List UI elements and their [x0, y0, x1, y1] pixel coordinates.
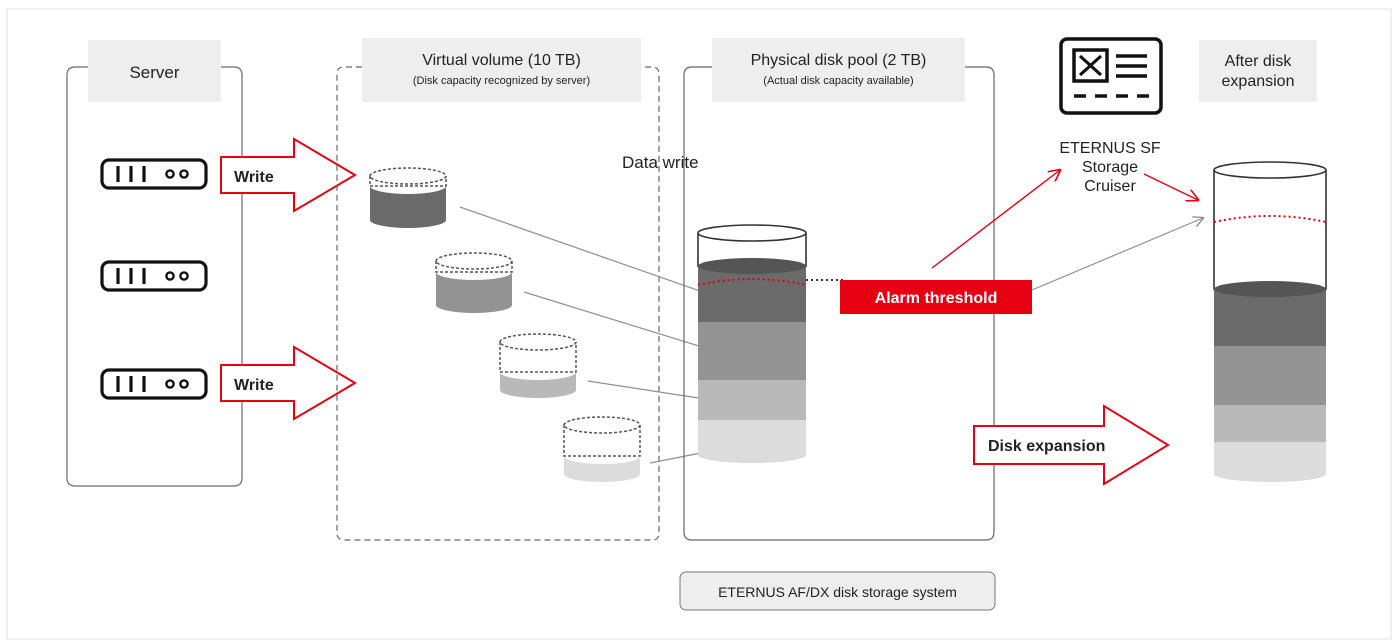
write-arrow-bottom: Write: [220, 345, 357, 421]
after-expansion-title-line2: expansion: [1222, 73, 1295, 90]
virtual-volume-subtitle: (Disk capacity recognized by server): [413, 75, 590, 87]
server-unit-icon: [100, 260, 208, 292]
software-name-line1: ETERNUS SF: [1059, 140, 1161, 157]
virtual-disk-3: [499, 333, 577, 398]
expanded-pool-cylinder: [1213, 161, 1327, 482]
physical-pool-column: Physical disk pool (2 TB) (Actual disk c…: [683, 38, 1032, 541]
virtual-volume-column: Virtual volume (10 TB) (Disk capacity re…: [336, 38, 699, 541]
physical-pool-header-box: [712, 38, 965, 102]
virtual-volume-title: Virtual volume (10 TB): [422, 52, 581, 69]
server-header-box: [88, 40, 221, 102]
virtual-volume-frame: [336, 66, 660, 541]
cruiser-action-arrow: [1143, 173, 1198, 200]
server-frame: [66, 66, 243, 487]
virtual-disk-4: [563, 416, 641, 482]
write-label-bottom: Write: [234, 377, 274, 394]
physical-pool-subtitle: (Actual disk capacity available): [763, 75, 913, 87]
server-column: Server: [66, 40, 243, 487]
server-title: Server: [129, 63, 179, 82]
disk-expansion-arrow: Disk expansion: [973, 404, 1170, 486]
server-unit-icon: [100, 368, 208, 400]
virtual-volume-header-box: [362, 38, 641, 102]
data-write-label: Data write: [622, 153, 699, 172]
virtual-disk-1: [369, 167, 447, 228]
storage-system-badge: [679, 571, 996, 611]
software-name-line3: Cruiser: [1084, 178, 1136, 195]
after-expansion-header-box: [1199, 40, 1317, 102]
monitor-icon: [1059, 37, 1163, 115]
write-label-top: Write: [234, 169, 274, 186]
alarm-threshold-label: Alarm threshold: [875, 290, 998, 307]
physical-pool-frame: [683, 66, 995, 541]
physical-pool-cylinder: [697, 224, 845, 463]
virtual-disk-2: [435, 252, 513, 313]
after-expansion-title-line1: After disk: [1225, 53, 1293, 70]
write-arrow-top: Write: [220, 137, 357, 213]
alarm-notify-arrow: [931, 170, 1060, 269]
alarm-threshold-badge: [840, 280, 1032, 314]
software-name-line2: Storage: [1082, 159, 1138, 176]
threshold-adjust-arrow: [1031, 218, 1203, 291]
server-unit-icon: [100, 158, 208, 190]
storage-system-label: ETERNUS AF/DX disk storage system: [718, 584, 957, 600]
disk-expansion-label: Disk expansion: [988, 438, 1105, 455]
physical-pool-title: Physical disk pool (2 TB): [751, 52, 927, 69]
outer-frame: [6, 8, 1392, 640]
